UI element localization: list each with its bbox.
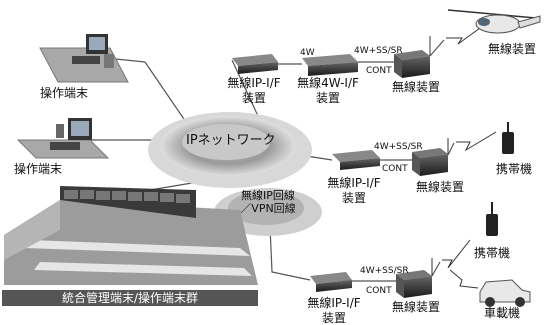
if-bottom-label-line1: 無線IP-I/F bbox=[307, 296, 361, 310]
if-mid-label-line1: 無線IP-I/F bbox=[327, 176, 381, 190]
radio4w-if-label-line2: 装置 bbox=[315, 91, 340, 105]
link-bottom-cont: CONT bbox=[366, 286, 392, 296]
handheld-radio-1-icon bbox=[502, 122, 514, 154]
helicopter-icon bbox=[447, 9, 541, 34]
radio-unit-mid-device bbox=[412, 138, 449, 176]
radio-wave-bolts bbox=[442, 27, 497, 289]
radio-4w-if-device bbox=[302, 54, 358, 76]
radio-ip-if-top-device bbox=[232, 54, 278, 74]
radio-unit-mid-label: 無線装置 bbox=[416, 180, 465, 194]
handheld-2-label: 携帯機 bbox=[474, 246, 511, 260]
if-top-label-line2: 装置 bbox=[241, 91, 266, 105]
radio4w-if-label-line1: 無線4W-I/F bbox=[297, 76, 359, 90]
control-group-caption: 統合管理端末/操作端末群 bbox=[2, 290, 258, 306]
radio-unit-top-device bbox=[394, 36, 431, 78]
operator-terminal-1-icon bbox=[39, 34, 129, 83]
handheld-radio-2-icon bbox=[486, 202, 498, 236]
link-mid-cont: CONT bbox=[382, 164, 408, 174]
control-room-image bbox=[4, 186, 258, 285]
radio-unit-top-label: 無線装置 bbox=[392, 80, 441, 94]
if-mid-label-line2: 装置 bbox=[341, 191, 366, 205]
radio-unit-bottom-label: 無線装置 bbox=[392, 300, 441, 314]
operator-terminal-2-icon bbox=[16, 118, 110, 159]
link-top-cont: CONT bbox=[366, 66, 392, 76]
radio-unit-bottom-device bbox=[396, 258, 433, 298]
handheld-1-label: 携帯機 bbox=[496, 162, 533, 176]
ip-network-label: IPネットワーク bbox=[186, 133, 276, 148]
link-mid-4wss: 4W+SS/SR bbox=[374, 142, 423, 152]
if-bottom-label-line2: 装置 bbox=[321, 311, 346, 325]
vehicle-icon bbox=[479, 279, 531, 307]
ip-network-cloud bbox=[148, 112, 312, 188]
radio-vpn-label: 無線IP回線／VPN回線 bbox=[240, 189, 296, 215]
operator-terminal-1-label: 操作端末 bbox=[40, 86, 89, 100]
vehicle-radio-label: 車載機 bbox=[484, 306, 521, 320]
link-top-4w: 4W bbox=[300, 48, 315, 58]
radio-unit-heli-label: 無線装置 bbox=[488, 42, 537, 56]
link-bottom-4wss: 4W+SS/SR bbox=[360, 266, 409, 276]
link-top-4wss: 4W+SS/SR bbox=[354, 46, 403, 56]
operator-terminal-2-label: 操作端末 bbox=[14, 162, 63, 176]
radio-ip-if-bottom-device bbox=[310, 272, 352, 292]
radio-ip-if-mid-device bbox=[332, 150, 380, 170]
if-top-label-line1: 無線IP-I/F bbox=[227, 76, 281, 90]
